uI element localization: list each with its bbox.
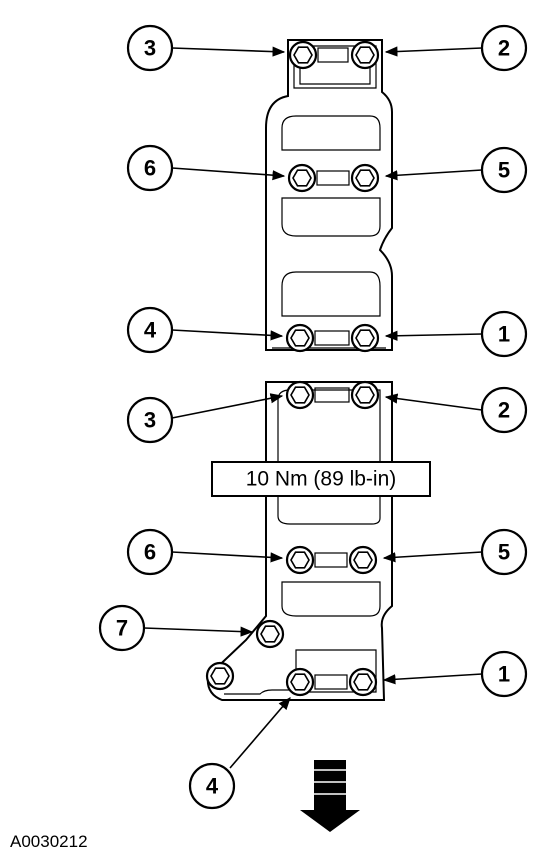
front-direction-arrow bbox=[300, 760, 360, 832]
lower-bolt-4 bbox=[285, 667, 315, 697]
lower-bolt-6 bbox=[285, 545, 315, 575]
callout-lower-7: 7 bbox=[98, 604, 146, 652]
lower-bolt-5 bbox=[348, 545, 378, 575]
callout-lower-6: 6 bbox=[126, 528, 174, 576]
lower-bolt-1 bbox=[348, 667, 378, 697]
callout-label: 1 bbox=[498, 322, 510, 347]
callout-upper-4: 4 bbox=[126, 306, 174, 354]
callout-lower-3: 3 bbox=[126, 396, 174, 444]
callout-upper-6: 6 bbox=[126, 144, 174, 192]
upper-bolt-4 bbox=[285, 323, 315, 353]
callout-upper-5: 5 bbox=[480, 146, 528, 194]
callout-label: 6 bbox=[144, 156, 156, 181]
callout-label: 4 bbox=[206, 774, 219, 799]
callout-label: 3 bbox=[144, 408, 156, 433]
callout-upper-3: 3 bbox=[126, 24, 174, 72]
upper-bolt-5 bbox=[350, 163, 380, 193]
callout-label: 4 bbox=[144, 318, 157, 343]
lower-bolt-extra bbox=[205, 661, 235, 691]
callout-lower-2: 2 bbox=[480, 386, 528, 434]
upper-bolt-1 bbox=[350, 323, 380, 353]
callout-lower-1: 1 bbox=[480, 650, 528, 698]
callout-lower-4: 4 bbox=[188, 762, 236, 810]
torque-spec-label: 10 Nm (89 lb-in) bbox=[246, 468, 397, 491]
callout-label: 5 bbox=[498, 158, 510, 183]
callout-lower-5: 5 bbox=[480, 528, 528, 576]
callout-label: 2 bbox=[498, 36, 510, 61]
callout-upper-2: 2 bbox=[480, 24, 528, 72]
callout-label: 1 bbox=[498, 662, 510, 687]
lower-bracket bbox=[205, 380, 393, 701]
callout-label: 6 bbox=[144, 540, 156, 565]
callout-label: 5 bbox=[498, 540, 510, 565]
callout-upper-1: 1 bbox=[480, 310, 528, 358]
callout-label: 7 bbox=[116, 616, 128, 641]
lower-bolt-7 bbox=[255, 619, 285, 649]
upper-bracket bbox=[265, 39, 393, 353]
lower-bolt-2 bbox=[350, 380, 380, 410]
lower-bolt-3 bbox=[285, 380, 315, 410]
upper-bolt-3 bbox=[288, 40, 318, 70]
torque-spec-box: 10 Nm (89 lb-in) bbox=[211, 461, 431, 497]
callout-label: 3 bbox=[144, 36, 156, 61]
upper-bolt-2 bbox=[350, 40, 380, 70]
figure-id: A0030212 bbox=[10, 832, 88, 851]
leader-arrows bbox=[143, 46, 483, 769]
upper-bolt-6 bbox=[287, 163, 317, 193]
callout-label: 2 bbox=[498, 398, 510, 423]
